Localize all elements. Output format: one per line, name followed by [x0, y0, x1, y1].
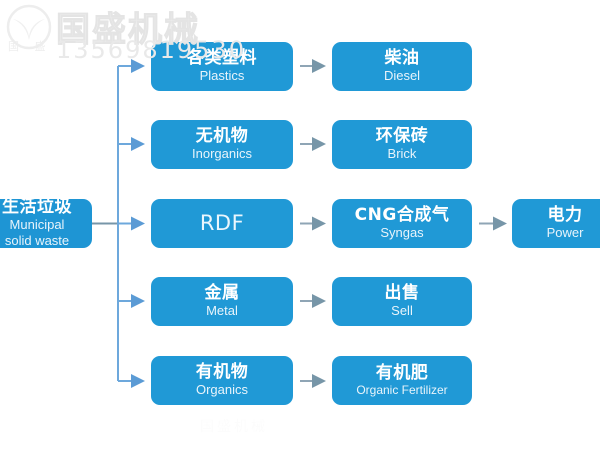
node-label-cn: CNG合成气 — [354, 205, 450, 226]
node-rdf[interactable]: RDF — [151, 199, 293, 248]
node-label-en: Organics — [195, 382, 249, 398]
node-municipal-solid-waste[interactable]: 生活垃圾 Municipal solid waste — [0, 199, 92, 248]
node-label-cn: RDF — [199, 210, 245, 235]
node-brick[interactable]: 环保砖 Brick — [332, 120, 472, 169]
node-label-en: Organic Fertilizer — [356, 382, 448, 397]
node-label-en: Syngas — [380, 225, 424, 241]
node-label-cn: 电力 — [547, 205, 583, 226]
node-label-en: Brick — [387, 146, 417, 162]
node-plastics[interactable]: 各类塑料 Plastics — [151, 42, 293, 91]
node-label-en: Sell — [391, 303, 413, 319]
node-syngas[interactable]: CNG合成气 Syngas — [332, 199, 472, 248]
node-label-cn: 出售 — [384, 283, 420, 304]
node-label-en-line2: solid waste — [4, 233, 70, 248]
node-label-cn: 有机物 — [195, 362, 249, 383]
node-organics[interactable]: 有机物 Organics — [151, 356, 293, 405]
node-label-en-line1: Municipal — [9, 217, 65, 233]
node-label-cn: 生活垃圾 — [2, 199, 72, 218]
node-label-en: Power — [546, 225, 584, 241]
node-diesel[interactable]: 柴油 Diesel — [332, 42, 472, 91]
node-label-en: Inorganics — [192, 146, 252, 162]
node-power[interactable]: 电力 Power — [512, 199, 600, 248]
node-label-cn: 各类塑料 — [187, 48, 257, 69]
node-label-cn: 柴油 — [384, 48, 420, 69]
node-label-en: Diesel — [383, 68, 421, 84]
node-label-en: Metal — [206, 303, 238, 319]
node-inorganics[interactable]: 无机物 Inorganics — [151, 120, 293, 169]
node-label-cn: 环保砖 — [375, 126, 429, 147]
node-sell[interactable]: 出售 Sell — [332, 277, 472, 326]
node-label-en: Plastics — [199, 68, 245, 84]
node-label-cn: 金属 — [204, 283, 240, 304]
node-label-cn: 无机物 — [195, 126, 249, 147]
node-metal[interactable]: 金属 Metal — [151, 277, 293, 326]
node-label-cn: 有机肥 — [375, 362, 429, 383]
node-organic-fertilizer[interactable]: 有机肥 Organic Fertilizer — [332, 356, 472, 405]
